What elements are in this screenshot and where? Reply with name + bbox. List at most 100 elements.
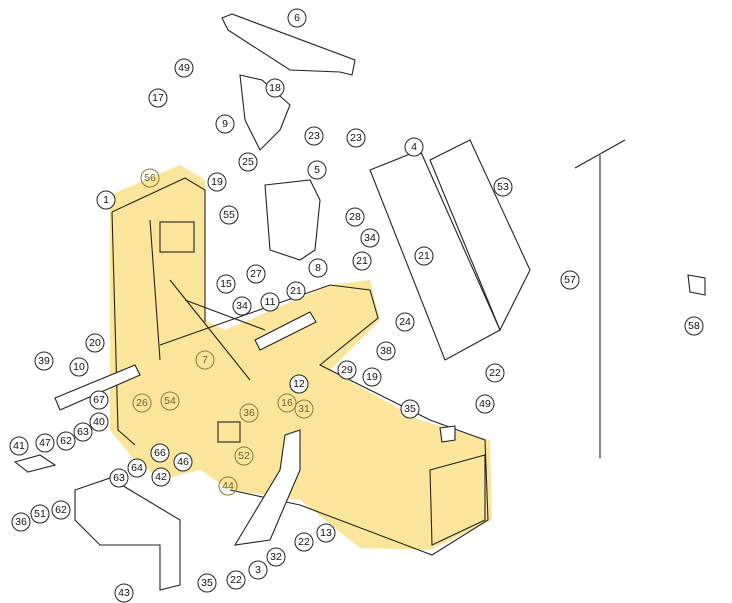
callout-23: 23 [304, 126, 324, 146]
callout-26: 26 [132, 393, 152, 413]
callout-circle [216, 274, 236, 294]
callout-49: 49 [174, 58, 194, 78]
callout-47: 47 [35, 433, 55, 453]
callout-label: 32 [270, 551, 282, 563]
callout-label: 22 [230, 574, 242, 586]
shaft-part [54, 364, 141, 411]
callout-9: 9 [215, 114, 235, 134]
callout-circle [35, 433, 55, 453]
callout-circle [109, 468, 129, 488]
callout-circle [234, 446, 254, 466]
callout-label: 16 [281, 397, 293, 409]
callout-circle [277, 393, 297, 413]
callout-label: 6 [294, 12, 300, 24]
callout-circle [560, 270, 580, 290]
callout-label: 8 [315, 262, 321, 274]
callout-label: 41 [13, 440, 25, 452]
callout-label: 18 [269, 82, 281, 94]
callout-35: 35 [197, 573, 217, 593]
callout-3: 3 [248, 560, 268, 580]
callout-label: 28 [349, 211, 361, 223]
callout-label: 24 [399, 316, 411, 328]
callout-62: 62 [56, 431, 76, 451]
callout-label: 43 [118, 587, 130, 599]
callout-circle [127, 458, 147, 478]
callout-circle [56, 431, 76, 451]
callout-circle [289, 374, 309, 394]
panel-part [429, 139, 531, 332]
callout-19: 19 [207, 172, 227, 192]
callout-34: 34 [232, 296, 252, 316]
callout-circle [414, 246, 434, 266]
callout-label: 42 [155, 471, 167, 483]
callout-label: 49 [178, 62, 190, 74]
callout-63: 63 [73, 422, 93, 442]
callout-circle [265, 78, 285, 98]
callout-label: 39 [38, 355, 50, 367]
callout-label: 9 [222, 118, 228, 130]
callout-label: 4 [411, 141, 417, 153]
callout-46: 46 [173, 452, 193, 472]
callout-label: 58 [688, 320, 700, 332]
callout-circle [140, 168, 160, 188]
callout-circle [308, 258, 328, 278]
callout-label: 5 [314, 164, 320, 176]
callout-label: 21 [418, 250, 430, 262]
callout-circle [346, 128, 366, 148]
clip-part [687, 274, 706, 296]
callout-24: 24 [395, 312, 415, 332]
callout-label: 62 [60, 435, 72, 447]
callout-label: 21 [356, 255, 368, 267]
callout-circle [132, 393, 152, 413]
callout-label: 10 [73, 361, 85, 373]
main-frame [111, 177, 489, 556]
callout-label: 23 [308, 130, 320, 142]
callout-label: 29 [341, 364, 353, 376]
callout-circle [148, 88, 168, 108]
callout-55: 55 [219, 205, 239, 225]
callout-label: 54 [164, 395, 176, 407]
callout-circle [248, 560, 268, 580]
callout-circle [11, 512, 31, 532]
callout-label: 23 [350, 132, 362, 144]
callout-label: 53 [497, 181, 509, 193]
callout-label: 17 [152, 92, 164, 104]
callout-5: 5 [307, 160, 327, 180]
callout-41: 41 [9, 436, 29, 456]
callout-36: 36 [239, 403, 259, 423]
callout-circle [404, 137, 424, 157]
callout-circle [173, 452, 193, 472]
callout-label: 46 [177, 456, 189, 468]
callout-label: 3 [255, 564, 261, 576]
callout-circle [246, 264, 266, 284]
callout-circle [89, 390, 109, 410]
callout-circle [218, 476, 238, 496]
callout-circle [30, 504, 50, 524]
callout-63: 63 [109, 468, 129, 488]
callout-27: 27 [246, 264, 266, 284]
callout-7: 7 [195, 350, 215, 370]
callout-57: 57 [560, 270, 580, 290]
callout-39: 39 [34, 351, 54, 371]
callout-circle [286, 281, 306, 301]
callout-54: 54 [160, 391, 180, 411]
callout-circle [160, 391, 180, 411]
plate-part [239, 74, 291, 151]
frame-highlight [110, 165, 492, 550]
callout-1: 1 [96, 190, 116, 210]
callout-label: 55 [223, 209, 235, 221]
callout-label: 22 [298, 536, 310, 548]
callout-circle [395, 312, 415, 332]
callout-label: 19 [366, 371, 378, 383]
callout-circle [337, 360, 357, 380]
callout-label: 19 [211, 176, 223, 188]
callout-18: 18 [265, 78, 285, 98]
callout-label: 56 [144, 172, 156, 184]
callout-label: 49 [479, 398, 491, 410]
callout-circle [304, 126, 324, 146]
callout-19: 19 [362, 367, 382, 387]
callout-32: 32 [266, 547, 286, 567]
callout-58: 58 [684, 316, 704, 336]
callout-44: 44 [218, 476, 238, 496]
callout-label: 51 [34, 508, 46, 520]
